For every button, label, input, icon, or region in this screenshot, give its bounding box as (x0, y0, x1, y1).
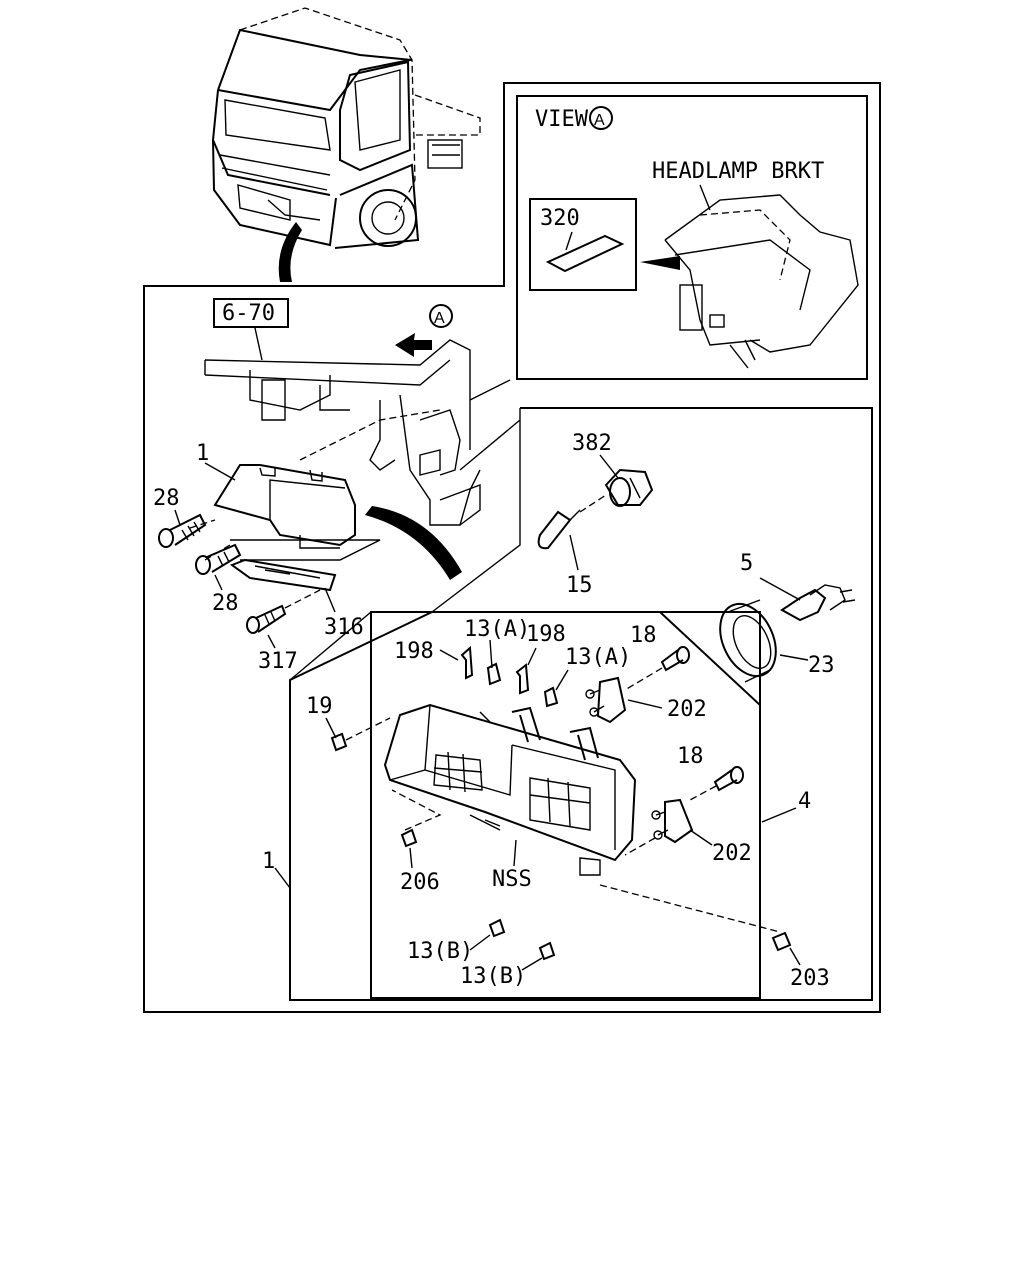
clip-198b (515, 663, 530, 695)
screw-317 (246, 589, 321, 634)
part-5-label: 5 (740, 551, 753, 576)
part-198a-label: 198 (394, 639, 434, 664)
main-frame (143, 82, 881, 1013)
view-label: VIEW (535, 107, 589, 132)
part-28a-label: 28 (153, 486, 180, 511)
assembly-frame (370, 611, 761, 999)
part-202b-label: 202 (712, 841, 752, 866)
mounting-frame: 6-70 A (204, 298, 521, 580)
bulb-panel-frame (289, 407, 873, 1001)
part-13b-1-label: 13(B) (407, 939, 473, 964)
part-203-label: 203 (790, 966, 830, 991)
main-view-marker: A (434, 310, 445, 327)
part-1-upper-label: 1 (196, 441, 209, 466)
part-13a-2-label: 13(A) (565, 645, 631, 670)
screw-18b (689, 766, 744, 801)
bulb-5 (780, 584, 856, 622)
adjuster-202a (585, 676, 627, 724)
ring-23 (719, 599, 777, 683)
part-28b-label: 28 (212, 591, 239, 616)
clip-206 (400, 828, 418, 848)
retainer-316 (229, 558, 337, 592)
part-18b-label: 18 (677, 744, 704, 769)
part-206-label: 206 (400, 870, 440, 895)
socket-382 (604, 468, 654, 507)
headlamp-unit (383, 703, 637, 876)
ref-6-70: 6-70 (222, 301, 275, 326)
part-317-label: 317 (258, 649, 298, 674)
bolt-28-upper (158, 513, 207, 548)
nut-19 (330, 732, 348, 752)
view-a-inset: VIEW A HEADLAMP BRKT 320 (516, 95, 868, 380)
part-316-label: 316 (324, 615, 364, 640)
part-198b-label: 198 (526, 622, 566, 647)
clip-13a-2 (543, 686, 559, 708)
part-15-label: 15 (566, 573, 593, 598)
clip-13b-1 (488, 918, 506, 938)
view-marker: A (594, 112, 605, 129)
part-18a-label: 18 (630, 623, 657, 648)
part-382-label: 382 (572, 431, 612, 456)
bolt-28-lower (195, 543, 242, 575)
part-1-left-label: 1 (262, 849, 275, 874)
part-13a-1-label: 13(A) (464, 617, 530, 642)
clip-13b-2 (538, 941, 556, 961)
nut-203 (771, 931, 792, 952)
nss-label: NSS (492, 867, 532, 892)
clip-13a-1 (486, 662, 502, 686)
bulb-15 (537, 494, 607, 550)
housing-bracket (189, 464, 381, 561)
part-19-label: 19 (306, 694, 333, 719)
part-13b-2-label: 13(B) (460, 964, 526, 989)
part-4-label: 4 (798, 789, 811, 814)
adjuster-202b (624, 798, 694, 856)
headlamp-brkt-label: HEADLAMP BRKT (652, 159, 824, 184)
truck-illustration (211, 7, 481, 282)
part-23-label: 23 (808, 653, 835, 678)
part-320-label: 320 (540, 206, 580, 231)
clip-198a (460, 645, 474, 680)
screw-18a (624, 646, 690, 691)
part-202a-label: 202 (667, 697, 707, 722)
